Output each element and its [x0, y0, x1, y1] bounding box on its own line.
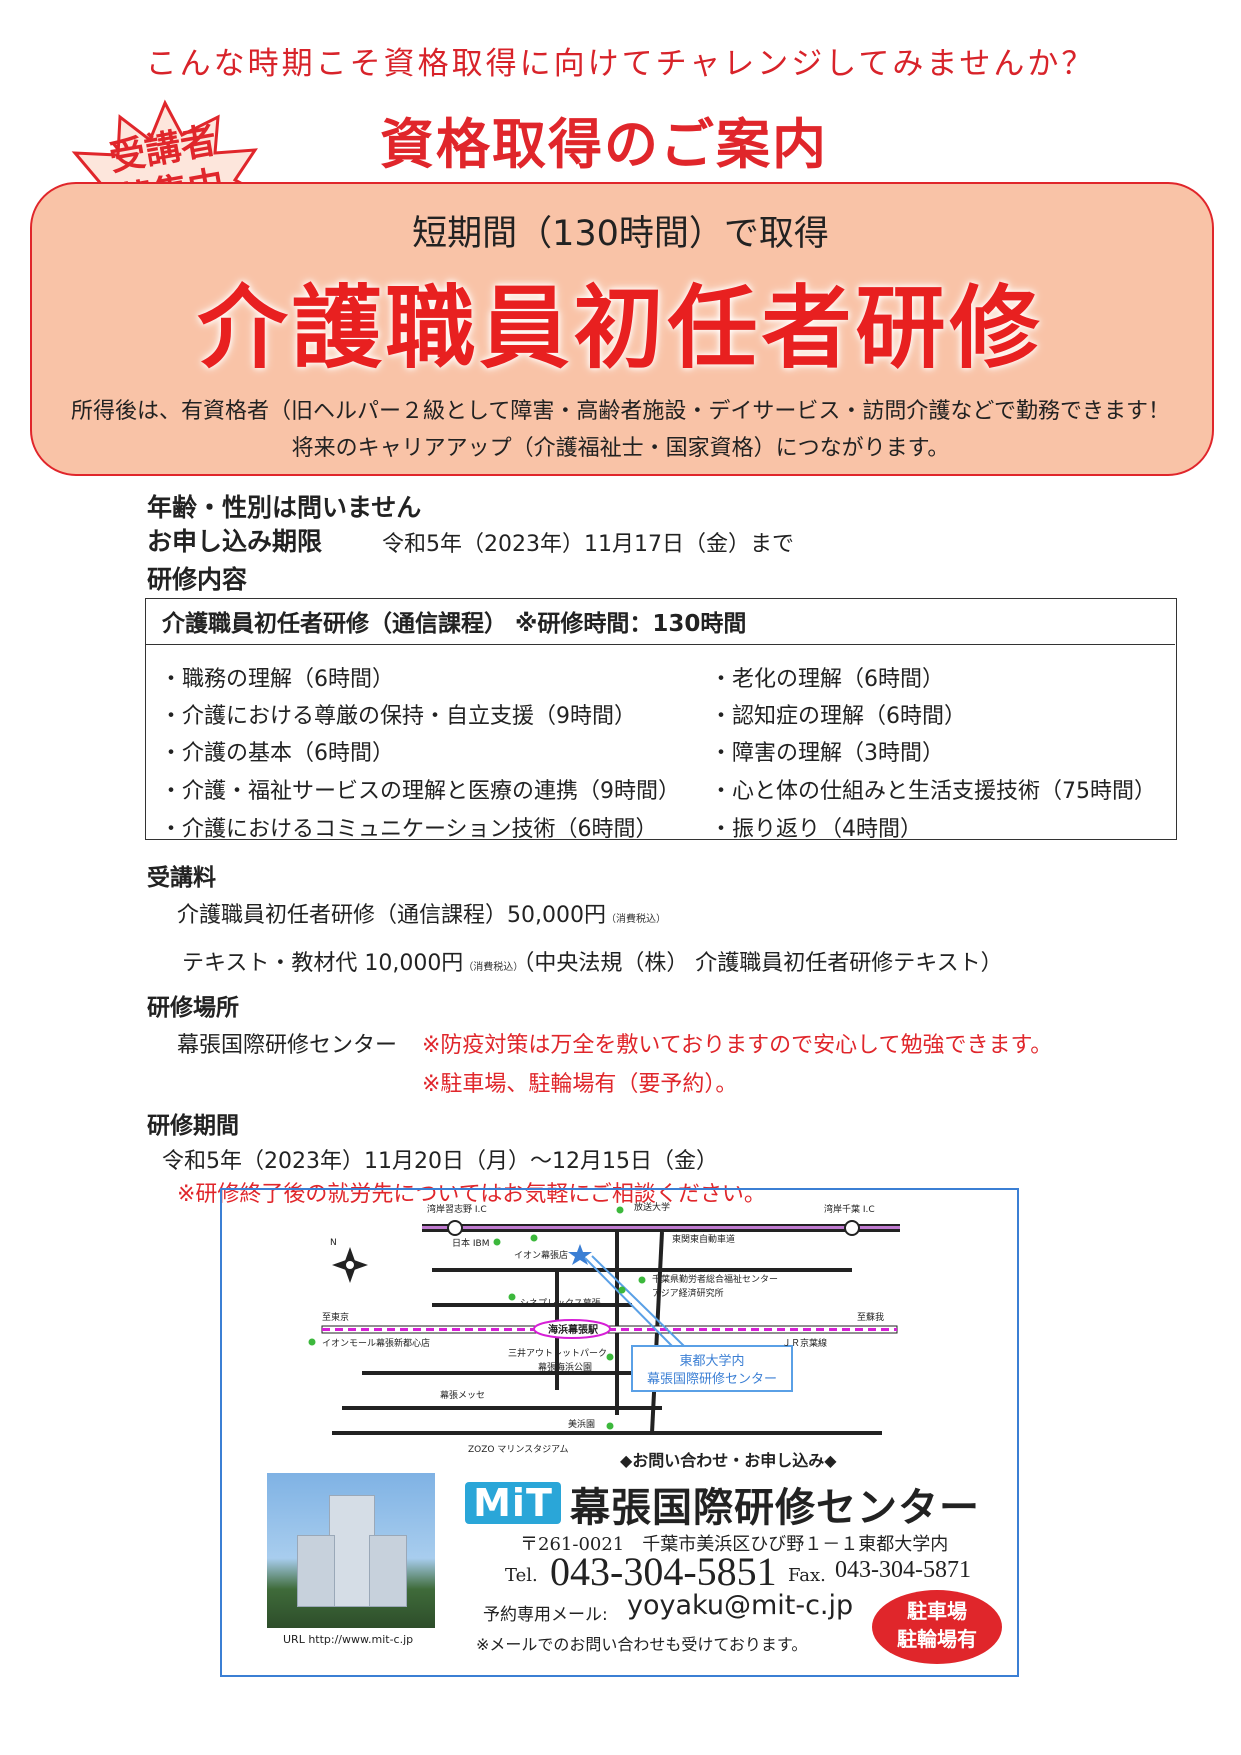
mail-label: 予約専用メール:: [483, 1605, 608, 1625]
curriculum-item: ・介護・福祉サービスの理解と医療の連携（9時間）: [160, 779, 680, 804]
map-label: 幕張海浜公園: [538, 1361, 592, 1373]
fax-label: Fax.: [788, 1565, 826, 1586]
period-value: 令和5年（2023年）11月20日（月）～12月15日（金）: [162, 1149, 718, 1174]
map-label: ZOZO マリンスタジアム: [468, 1444, 569, 1455]
curriculum-heading: 介護職員初任者研修（通信課程） ※研修時間：130時間: [162, 611, 747, 637]
venue-label: 研修場所: [147, 995, 239, 1021]
main-heading: 資格取得のご案内: [380, 113, 828, 176]
map-label: イオン幕張店: [514, 1249, 568, 1261]
period-note: ※研修終了後の就労先についてはお気軽にご相談ください。: [177, 1182, 766, 1207]
map-label: シネプレックス幕張: [520, 1297, 601, 1309]
tel-label: Tel.: [505, 1565, 538, 1586]
map-label: 放送大学: [634, 1201, 670, 1213]
map-label: 湾岸千葉 I.C: [824, 1203, 875, 1215]
map-label: イオンモール幕張新都心店: [322, 1337, 430, 1349]
curriculum-item: ・障害の理解（3時間）: [710, 741, 944, 766]
panel-description-2: 将来のキャリアアップ（介護福祉士・国家資格）につながります。: [291, 436, 950, 461]
mail-address[interactable]: yoyaku@mit-c.jp: [627, 1590, 854, 1621]
map-label: 至蘇我: [857, 1311, 884, 1323]
mail-note: ※メールでのお問い合わせも受けております。: [476, 1635, 808, 1654]
venue-name: 幕張国際研修センター: [177, 1033, 398, 1058]
map-label: 東関東自動車道: [672, 1233, 735, 1245]
map-label: アジア経済研究所: [652, 1287, 724, 1299]
map-label: 幕張メッセ: [440, 1389, 485, 1401]
tel-number[interactable]: 043-304-5851: [550, 1549, 777, 1594]
ic-west-marker: [447, 1220, 463, 1236]
text-fee-text: テキスト・教材代 10,000円: [182, 951, 464, 976]
top-tagline: こんな時期こそ資格取得に向けてチャレンジしてみませんか？: [145, 46, 1096, 82]
map-label: 日本 IBM: [452, 1237, 489, 1249]
poi-markers: [308, 1206, 646, 1430]
curriculum-item: ・職務の理解（6時間）: [160, 667, 394, 692]
course-fee: 介護職員初任者研修（通信課程）50,000円（消費税込）: [177, 897, 666, 929]
curriculum-header: [145, 598, 1175, 645]
parking-badge-text: 駐車場 駐輪場有: [872, 1597, 1002, 1653]
map-label: 美浜園: [568, 1418, 595, 1430]
compass-icon: [332, 1247, 368, 1283]
map-label: ＪＲ京葉線: [782, 1337, 827, 1349]
curriculum-item: ・介護における尊厳の保持・自立支援（9時間）: [160, 704, 636, 729]
content-label: 研修内容: [147, 565, 248, 594]
parking-line1: 駐車場: [907, 1599, 967, 1623]
destination-callout: [631, 1345, 793, 1392]
curriculum-item: ・心と体の仕組みと生活支援技術（75時間）: [710, 779, 1156, 804]
station-marker: [533, 1319, 611, 1339]
course-panel: [30, 182, 1214, 476]
age-label: 年齢・性別は問いません: [147, 493, 422, 522]
curriculum-item: ・振り返り（4時間）: [710, 817, 922, 842]
duration-line: 短期間（130時間）で取得: [412, 214, 829, 254]
map-label: 至東京: [322, 1311, 349, 1323]
curriculum-item: ・老化の理解（6時間）: [710, 667, 944, 692]
map-label: 海浜幕張駅: [548, 1323, 599, 1336]
curriculum-item: ・認知症の理解（6時間）: [710, 704, 966, 729]
panel-description-1: 所得後は、有資格者（旧ヘルパー２級として障害・高齢者施設・デイサービス・訪問介護…: [71, 399, 1170, 424]
fees-label: 受講料: [147, 865, 216, 891]
access-map: 湾岸習志野 I.C 放送大学 湾岸千葉 I.C 海浜幕張駅 N 東都大学内 幕張…: [308, 1201, 900, 1455]
map-label: 千葉県勤労者総合福祉センター: [652, 1273, 778, 1285]
map-label: 湾岸習志野 I.C: [427, 1203, 487, 1215]
course-title: 介護職員初任者研修: [197, 276, 1044, 381]
map-label: 三井アウトレットパーク: [508, 1347, 607, 1359]
period-label: 研修期間: [147, 1113, 239, 1139]
venue-note-1: ※防疫対策は万全を敷いておりますので安心して勉強できます。: [422, 1033, 1053, 1058]
center-name: 幕張国際研修センター: [570, 1485, 980, 1531]
text-fee-tax-note: （消費税込）: [463, 962, 524, 973]
course-fee-text: 介護職員初任者研修（通信課程）50,000円: [177, 903, 606, 928]
map-contact-frame: [220, 1188, 1019, 1677]
svg-text:N: N: [330, 1238, 337, 1248]
curriculum-box: [145, 598, 1177, 840]
text-fee: テキスト・教材代 10,000円（消費税込）（中央法規（株） 介護職員初任者研修…: [182, 945, 1003, 977]
ic-east-marker: [844, 1220, 860, 1236]
inquiry-heading: ◆お問い合わせ・お申し込み◆: [620, 1451, 837, 1470]
fax-number: 043-304-5871: [835, 1557, 971, 1583]
building-photo: [267, 1473, 435, 1628]
text-fee-publisher: （中央法規（株） 介護職員初任者研修テキスト）: [523, 951, 1003, 976]
deadline-label: お申し込み期限: [147, 527, 323, 556]
deadline-value: 令和5年（2023年）11月17日（金）まで: [382, 532, 794, 557]
venue-note-2: ※駐車場、駐輪場有（要予約）。: [422, 1072, 738, 1097]
parking-line2: 駐輪場有: [897, 1627, 977, 1651]
curriculum-item: ・介護におけるコミュニケーション技術（6時間）: [160, 817, 658, 842]
course-fee-tax-note: （消費税込）: [605, 914, 666, 925]
callout-line2: 幕張国際研修センター: [647, 1372, 777, 1387]
address: 〒261-0021 千葉市美浜区ひび野１－１東都大学内: [520, 1534, 949, 1555]
website-url[interactable]: URL http://www.mit-c.jp: [283, 1633, 414, 1646]
curriculum-item: ・介護の基本（6時間）: [160, 741, 394, 766]
callout-line1: 東都大学内: [679, 1353, 744, 1369]
parking-badge: [872, 1590, 1002, 1664]
mit-logo: MiT: [465, 1482, 561, 1524]
